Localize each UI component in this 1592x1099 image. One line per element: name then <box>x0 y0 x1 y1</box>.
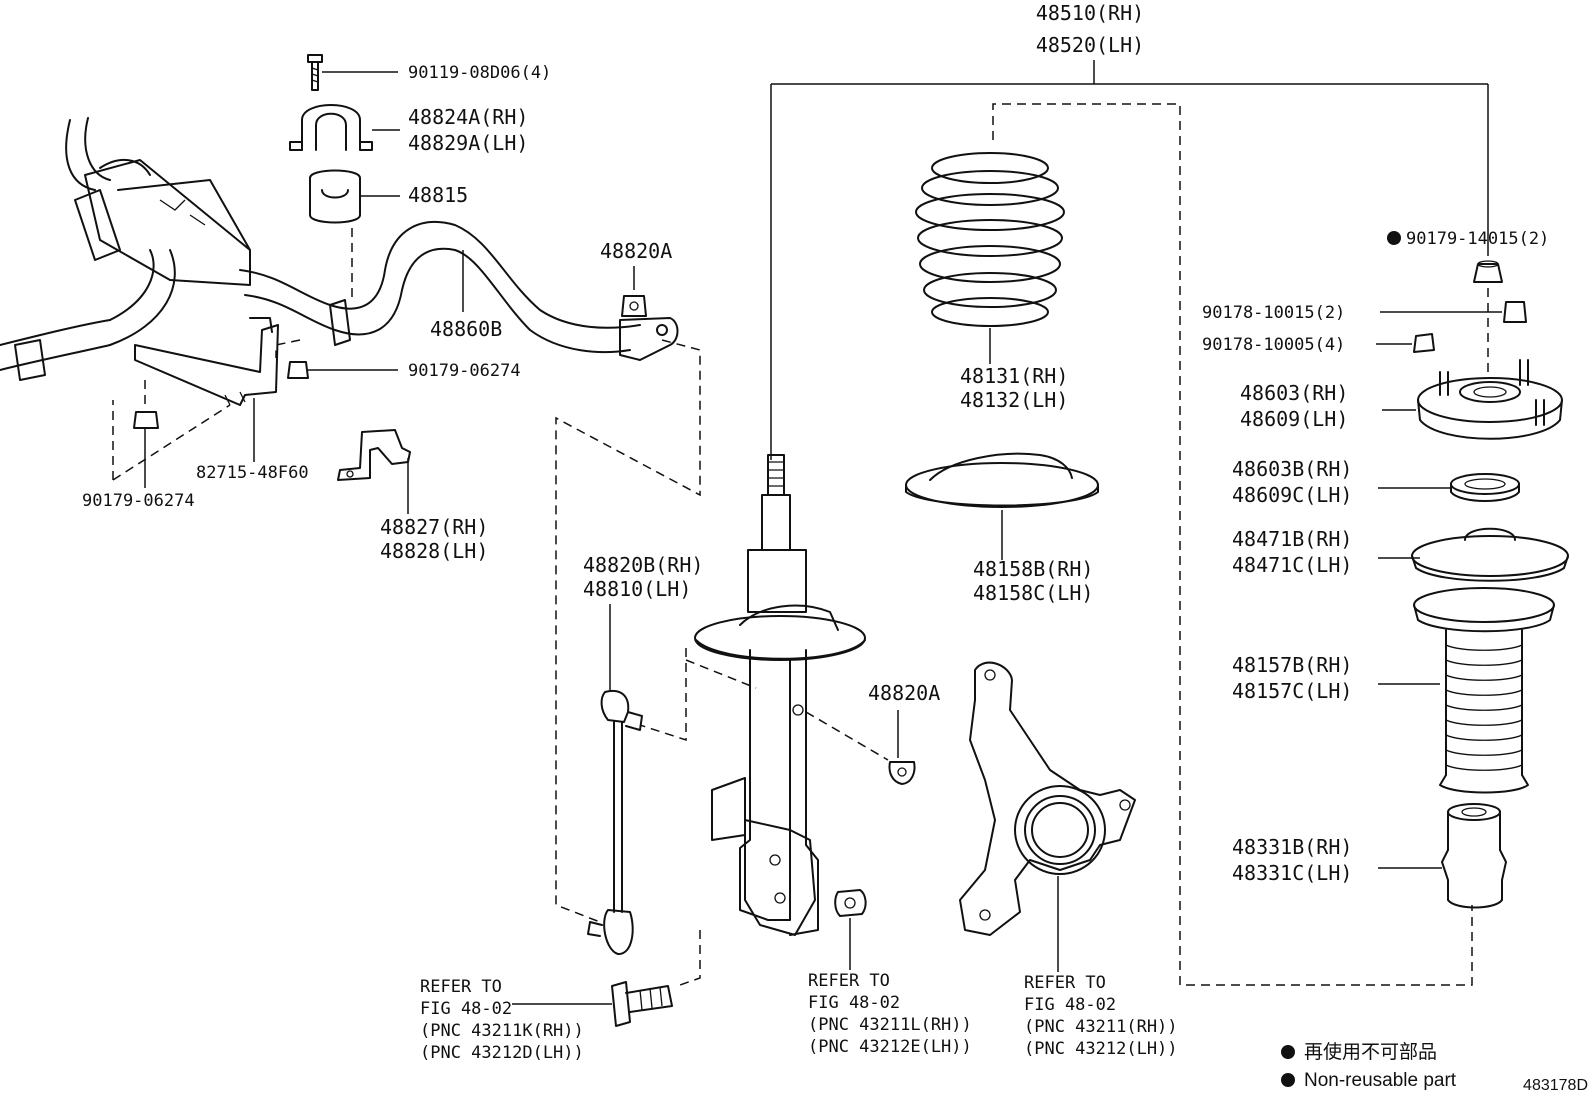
nut-90179-14015-label[interactable]: 90179-14015(2) <box>1406 229 1549 249</box>
dust-boot-label-lh[interactable]: 48157C(LH) <box>1232 679 1352 703</box>
bump-stopper-label-rh[interactable]: 48331B(RH) <box>1232 835 1352 859</box>
dust-boot-label-rh[interactable]: 48157B(RH) <box>1232 653 1352 677</box>
bushing-ref-line4[interactable]: (PNC 43212E(LH)) <box>808 1037 972 1057</box>
bushing-ref-line1[interactable]: REFER TO <box>808 971 890 991</box>
stabilizer-link-callout: 48820B(RH) 48810(LH) <box>583 553 703 956</box>
bushing-ref-line2[interactable]: FIG 48-02 <box>808 993 900 1013</box>
spring-insulator-label-lh[interactable]: 48158C(LH) <box>973 581 1093 605</box>
stabilizer-link-label-rh[interactable]: 48820B(RH) <box>583 553 703 577</box>
nut-90179-left-callout: 90179-06274 <box>82 380 195 511</box>
knuckle-ref-line3[interactable]: (PNC 43211(RH)) <box>1024 1017 1178 1037</box>
nut-90179-14015-callout: 90179-14015(2) <box>1387 229 1549 283</box>
legend-japanese-text: 再使用不可部品 <box>1304 1041 1437 1063</box>
strut-bushing-callout: REFER TO FIG 48-02 (PNC 43211L(RH)) (PNC… <box>808 889 972 1057</box>
stabilizer-link-label-lh[interactable]: 48810(LH) <box>583 577 691 601</box>
nut-90179-left-label[interactable]: 90179-06274 <box>82 491 195 511</box>
bolt-90119-callout: 90119-08D06(4) <box>307 54 551 91</box>
spring-insulator-label-rh[interactable]: 48158B(RH) <box>973 557 1093 581</box>
legend-dot-icon <box>1281 1073 1295 1087</box>
bracket-82715-callout: 82715-48F60 <box>112 317 309 483</box>
bolt-ref-line3[interactable]: (PNC 43211K(RH)) <box>420 1021 584 1041</box>
bracket-48827-label-lh[interactable]: 48828(LH) <box>380 539 488 563</box>
bushing-ref-line3[interactable]: (PNC 43211L(RH)) <box>808 1015 972 1035</box>
strut-assembly-label-rh[interactable]: 48510(RH) <box>1036 1 1144 25</box>
strut-assembly-label-lh[interactable]: 48520(LH) <box>1036 33 1144 57</box>
upper-seat-label-lh[interactable]: 48471C(LH) <box>1232 553 1352 577</box>
bushing-bracket-label-lh[interactable]: 48829A(LH) <box>408 131 528 155</box>
stabilizer-bar-drawing: 48860B <box>239 221 679 361</box>
nut-48820a-top-callout: 48820A <box>555 239 701 923</box>
non-reusable-marker-icon <box>1387 231 1401 245</box>
bearing-callout: 48603B(RH) 48609C(LH) <box>1232 457 1520 507</box>
bump-stopper-label-lh[interactable]: 48331C(LH) <box>1232 861 1352 885</box>
figure-id: 483178D <box>1523 1077 1588 1094</box>
nut-90178-10015-callout: 90178-10015(2) <box>1202 301 1527 323</box>
nut-48820a-bottom-label[interactable]: 48820A <box>868 681 940 705</box>
nut-90179-right-callout: 90179-06274 <box>275 339 521 381</box>
bracket-82715-label[interactable]: 82715-48F60 <box>196 463 309 483</box>
bearing-label-lh[interactable]: 48609C(LH) <box>1232 483 1352 507</box>
bump-stopper-callout: 48331B(RH) 48331C(LH) <box>1232 803 1507 909</box>
legend: 再使用不可部品 Non-reusable part 483178D <box>1281 1041 1588 1094</box>
support-mount-label-rh[interactable]: 48603(RH) <box>1240 381 1348 405</box>
bushing-bracket-callout: 48824A(RH) 48829A(LH) <box>289 104 528 155</box>
nut-48820a-bottom-callout: 48820A <box>868 681 940 785</box>
spring-insulator-callout: 48158B(RH) 48158C(LH) <box>905 452 1099 605</box>
bracket-48827-label-rh[interactable]: 48827(RH) <box>380 515 488 539</box>
bolt-90119-label[interactable]: 90119-08D06(4) <box>408 63 551 83</box>
nut-90178-10015-label[interactable]: 90178-10015(2) <box>1202 303 1345 323</box>
knuckle-ref-line2[interactable]: FIG 48-02 <box>1024 995 1116 1015</box>
strut-bolt-callout: REFER TO FIG 48-02 (PNC 43211K(RH)) (PNC… <box>420 930 701 1063</box>
bolt-ref-line4[interactable]: (PNC 43212D(LH)) <box>420 1043 584 1063</box>
bracket-48827-callout: 48827(RH) 48828(LH) <box>337 429 488 563</box>
nut-90179-right-label[interactable]: 90179-06274 <box>408 361 521 381</box>
stabilizer-bar-label[interactable]: 48860B <box>430 317 502 341</box>
bushing-48815-callout: 48815 <box>309 169 468 300</box>
nut-90178-10005-callout: 90178-10005(4) <box>1202 333 1435 355</box>
coil-spring-label-rh[interactable]: 48131(RH) <box>960 364 1068 388</box>
bushing-48815-label[interactable]: 48815 <box>408 183 468 207</box>
bearing-label-rh[interactable]: 48603B(RH) <box>1232 457 1352 481</box>
coil-spring-callout: 48131(RH) 48132(LH) <box>915 103 1473 986</box>
upper-seat-label-rh[interactable]: 48471B(RH) <box>1232 527 1352 551</box>
dust-boot-callout: 48157B(RH) 48157C(LH) <box>1232 587 1555 794</box>
nut-90178-10005-label[interactable]: 90178-10005(4) <box>1202 335 1345 355</box>
steering-rack-drawing <box>0 117 251 381</box>
strut-assembly-callout: 48510(RH) 48520(LH) <box>770 1 1489 460</box>
steering-knuckle-callout: REFER TO FIG 48-02 (PNC 43211(RH)) (PNC … <box>959 661 1178 1059</box>
bushing-bracket-label-rh[interactable]: 48824A(RH) <box>408 105 528 129</box>
support-mount-callout: 48603(RH) 48609(LH) <box>1240 288 1563 440</box>
upper-seat-callout: 48471B(RH) 48471C(LH) <box>1232 527 1569 582</box>
coil-spring-label-lh[interactable]: 48132(LH) <box>960 388 1068 412</box>
support-mount-label-lh[interactable]: 48609(LH) <box>1240 407 1348 431</box>
knuckle-ref-line4[interactable]: (PNC 43212(LH)) <box>1024 1039 1178 1059</box>
bolt-ref-line1[interactable]: REFER TO <box>420 977 502 997</box>
strut-body-drawing <box>639 454 889 936</box>
legend-english-text: Non-reusable part <box>1304 1070 1457 1091</box>
legend-dot-icon <box>1281 1045 1295 1059</box>
bolt-ref-line2[interactable]: FIG 48-02 <box>420 999 512 1019</box>
nut-48820a-top-label[interactable]: 48820A <box>600 239 672 263</box>
knuckle-ref-line1[interactable]: REFER TO <box>1024 973 1106 993</box>
